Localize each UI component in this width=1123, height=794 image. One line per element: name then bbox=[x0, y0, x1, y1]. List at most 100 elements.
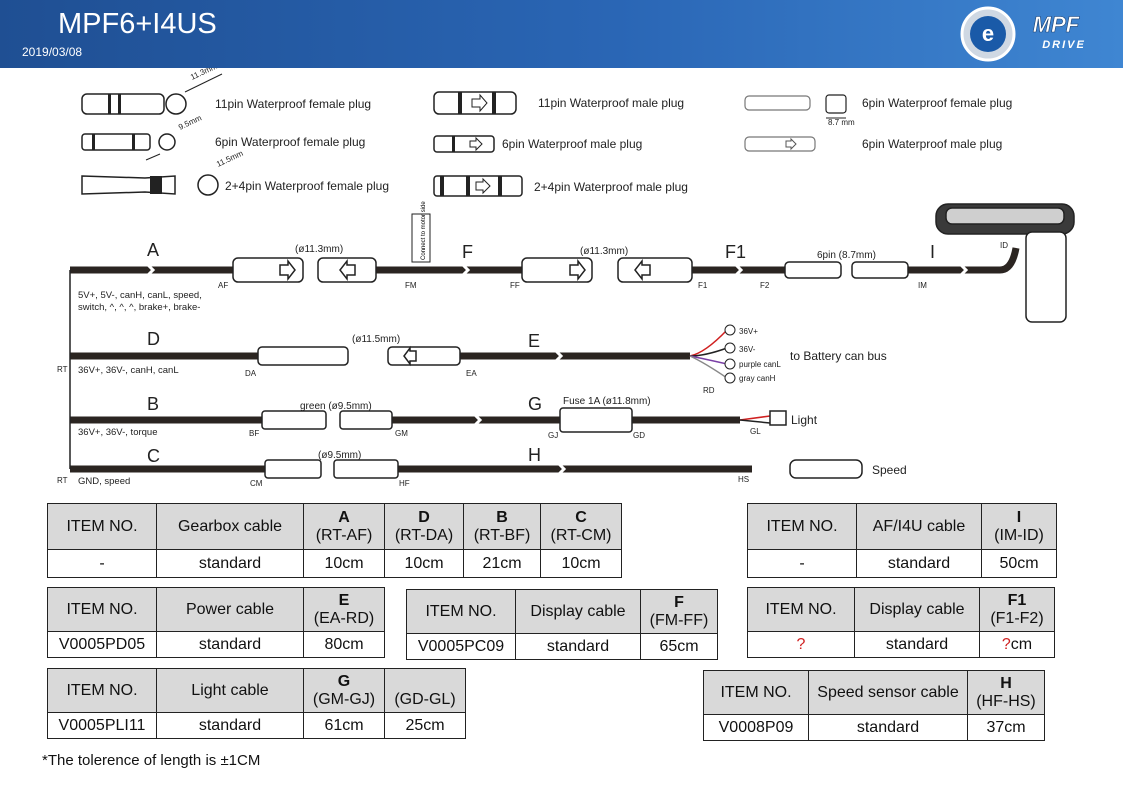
plug-2plus4pin-female-icon bbox=[81, 174, 219, 196]
cable-letter-g: G bbox=[528, 394, 542, 414]
connectors bbox=[232, 257, 909, 479]
power-header-item: ITEM NO. bbox=[47, 587, 157, 632]
cable-letter-a: A bbox=[147, 240, 159, 260]
point-rt-2: RT bbox=[57, 476, 68, 485]
gearbox-value-b: 21cm bbox=[463, 549, 541, 578]
speed-item: V0008P09 bbox=[703, 714, 809, 741]
cable-letter-i: I bbox=[930, 242, 935, 262]
cable-letter-d: D bbox=[147, 329, 160, 349]
motor-side-tag: Connect to motor side bbox=[411, 201, 431, 263]
gearbox-header-b: B(RT-BF) bbox=[463, 503, 541, 550]
signals-a-line2: switch, ^, ^, ^, brake+, brake- bbox=[78, 302, 200, 313]
cable-letter-b: B bbox=[147, 394, 159, 414]
light-header-gd-gl: (GD-GL) bbox=[384, 668, 466, 713]
power-item: V0005PD05 bbox=[47, 631, 157, 658]
cables bbox=[70, 247, 1020, 473]
speed-label: Speed bbox=[872, 463, 907, 477]
point-f1: F1 bbox=[698, 281, 708, 290]
gearbox-value-d: 10cm bbox=[384, 549, 464, 578]
display-header-f: F(FM-FF) bbox=[640, 589, 718, 634]
display2-type: standard bbox=[854, 631, 980, 658]
point-hs: HS bbox=[738, 475, 749, 484]
gearbox-header-item: ITEM NO. bbox=[47, 503, 157, 550]
size-fuse: Fuse 1A (ø11.8mm) bbox=[563, 396, 651, 407]
speed-value: 37cm bbox=[967, 714, 1045, 741]
legend-label-2plus4pin-male: 2+4pin Waterproof male plug bbox=[534, 180, 688, 194]
display2-header-cable: Display cable bbox=[854, 587, 980, 632]
power-header-cable: Power cable bbox=[156, 587, 304, 632]
af-header-item: ITEM NO. bbox=[747, 503, 857, 550]
gearbox-header-cable: Gearbox cable bbox=[156, 503, 304, 550]
light-header-item: ITEM NO. bbox=[47, 668, 157, 713]
point-ea: EA bbox=[466, 369, 477, 378]
page-title: MPF6+I4US bbox=[58, 8, 217, 40]
af-cable-table: ITEM NO. AF/I4U cable I(IM-ID) - standar… bbox=[747, 503, 1057, 578]
cable-letter-c: C bbox=[147, 446, 160, 466]
power-header-e: E(EA-RD) bbox=[303, 587, 385, 632]
light-plug-icon bbox=[739, 410, 787, 426]
svg-text:DRIVE: DRIVE bbox=[1042, 39, 1086, 51]
point-gl: GL bbox=[750, 427, 761, 436]
wiring-diagram: 11.3mm 11pin Waterproof female plug 11pi… bbox=[57, 68, 1075, 488]
cable-letter-h: H bbox=[528, 445, 541, 465]
display2-item: ? bbox=[747, 631, 855, 658]
legend-label-6pin-female-a: 6pin Waterproof female plug bbox=[862, 96, 1012, 110]
gearbox-value-a: 10cm bbox=[303, 549, 385, 578]
svg-text:e: e bbox=[982, 21, 994, 46]
cable-letter-f: F bbox=[462, 242, 473, 262]
gearbox-item: - bbox=[47, 549, 157, 578]
af-value: 50cm bbox=[981, 549, 1057, 578]
battery-pins bbox=[724, 324, 736, 384]
af-header-i: I(IM-ID) bbox=[981, 503, 1057, 550]
tolerance-note: *The tolerence of length is ±1CM bbox=[42, 752, 261, 769]
point-rd: RD bbox=[703, 386, 715, 395]
motor-side-label: Connect to motor side bbox=[421, 201, 427, 260]
gearbox-header-c: C(RT-CM) bbox=[540, 503, 622, 550]
plug-6pin-female-icon-a bbox=[744, 94, 847, 119]
gearbox-type: standard bbox=[156, 549, 304, 578]
gearbox-value-c: 10cm bbox=[540, 549, 622, 578]
point-fm: FM bbox=[405, 281, 417, 290]
display-header-item: ITEM NO. bbox=[406, 589, 516, 634]
speed-sensor-cable-table: ITEM NO. Speed sensor cable H(HF-HS) V00… bbox=[703, 670, 1045, 741]
power-value: 80cm bbox=[303, 631, 385, 658]
plug-2plus4pin-male-icon bbox=[433, 175, 523, 197]
point-gd: GD bbox=[633, 431, 645, 440]
header-bar: MPF6+I4US 2019/03/08 e MPF DRIVE bbox=[0, 0, 1123, 68]
cable-letter-f1: F1 bbox=[725, 242, 746, 262]
legend-label-6pin-male-a: 6pin Waterproof male plug bbox=[502, 137, 642, 151]
af-type: standard bbox=[856, 549, 982, 578]
battery-wire-gray: gray canH bbox=[739, 374, 776, 383]
cable-letter-e: E bbox=[528, 331, 540, 351]
light-item: V0005PLI11 bbox=[47, 712, 157, 739]
point-bf: BF bbox=[249, 429, 259, 438]
signals-a-line1: 5V+, 5V-, canH, canL, speed, bbox=[78, 290, 202, 301]
display-item: V0005PC09 bbox=[406, 633, 516, 660]
legend-label-6pin-female-b: 6pin Waterproof female plug bbox=[215, 135, 365, 149]
power-type: standard bbox=[156, 631, 304, 658]
light-header-g: G(GM-GJ) bbox=[303, 668, 385, 713]
signals-b: 36V+, 36V-, torque bbox=[78, 427, 158, 438]
signals-c: GND, speed bbox=[78, 476, 130, 487]
point-hf: HF bbox=[399, 479, 410, 488]
point-af: AF bbox=[218, 281, 228, 290]
svg-text:MPF: MPF bbox=[1033, 12, 1080, 37]
light-label: Light bbox=[791, 413, 818, 427]
light-value-gd-gl: 25cm bbox=[384, 712, 466, 739]
mpf-drive-logo: e MPF DRIVE bbox=[960, 6, 1086, 62]
battery-wires bbox=[689, 329, 728, 379]
display2-header-f1: F1(F1-F2) bbox=[979, 587, 1055, 632]
dim-11pin-female: 11.3mm bbox=[189, 68, 219, 82]
power-cable-table: ITEM NO. Power cable E(EA-RD) V0005PD05 … bbox=[47, 587, 385, 658]
speed-type: standard bbox=[808, 714, 968, 741]
legend-label-11pin-female: 11pin Waterproof female plug bbox=[215, 97, 371, 111]
point-rt-1: RT bbox=[57, 365, 68, 374]
plug-11pin-male-icon bbox=[433, 91, 517, 115]
size-f2-im: 6pin (8.7mm) bbox=[817, 250, 876, 261]
size-cm-hf: (ø9.5mm) bbox=[318, 450, 361, 461]
display2-header-item: ITEM NO. bbox=[747, 587, 855, 632]
speed-header-item: ITEM NO. bbox=[703, 670, 809, 715]
point-id: ID bbox=[1000, 241, 1008, 250]
display-cable-table: ITEM NO. Display cable F(FM-FF) V0005PC0… bbox=[406, 589, 718, 660]
af-item: - bbox=[747, 549, 857, 578]
